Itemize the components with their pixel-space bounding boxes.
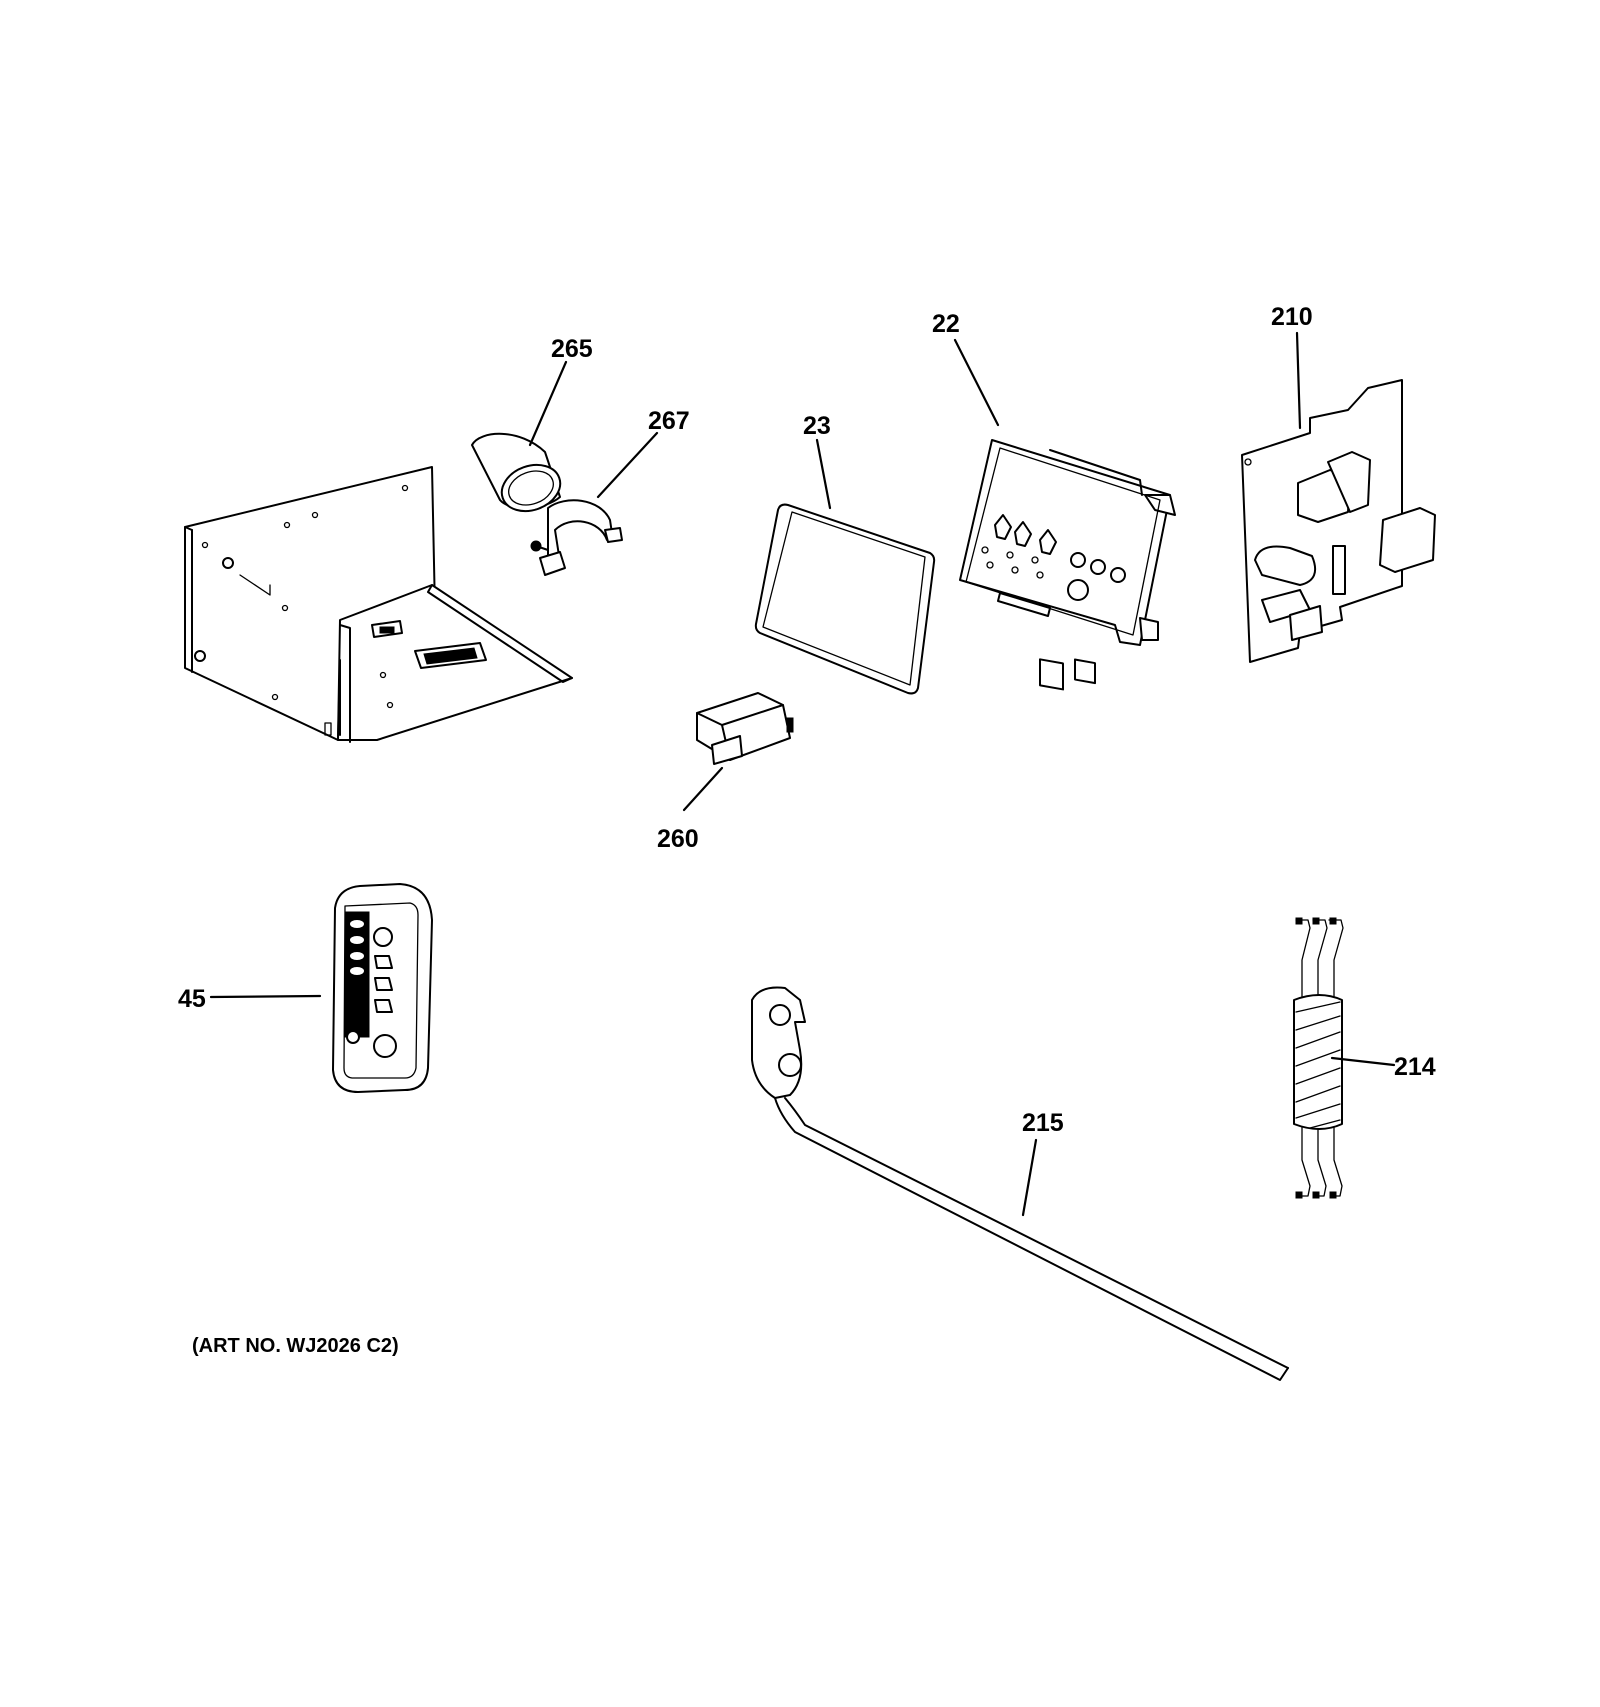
label-45: 45	[178, 985, 206, 1013]
leader-lines	[209, 331, 1396, 1217]
art-number: (ART NO. WJ2026 C2)	[192, 1335, 399, 1357]
label-267: 267	[648, 407, 690, 435]
thermistor-sensor	[751, 986, 1289, 1381]
main-circuit-board	[1241, 379, 1436, 663]
label-215: 215	[1022, 1109, 1064, 1137]
label-260: 260	[657, 825, 699, 853]
control-switch-board	[959, 439, 1176, 691]
capacitor	[471, 432, 562, 513]
panel-insert	[754, 503, 936, 695]
label-265: 265	[551, 335, 593, 363]
label-214: 214	[1394, 1053, 1436, 1081]
remote-control	[332, 883, 433, 1093]
label-210: 210	[1271, 303, 1313, 331]
wire-harness	[1293, 917, 1344, 1199]
label-23: 23	[803, 412, 831, 440]
label-22: 22	[932, 310, 960, 338]
capacitor-strap	[530, 499, 623, 576]
relay-module	[696, 692, 794, 765]
control-box-housing	[184, 466, 573, 743]
